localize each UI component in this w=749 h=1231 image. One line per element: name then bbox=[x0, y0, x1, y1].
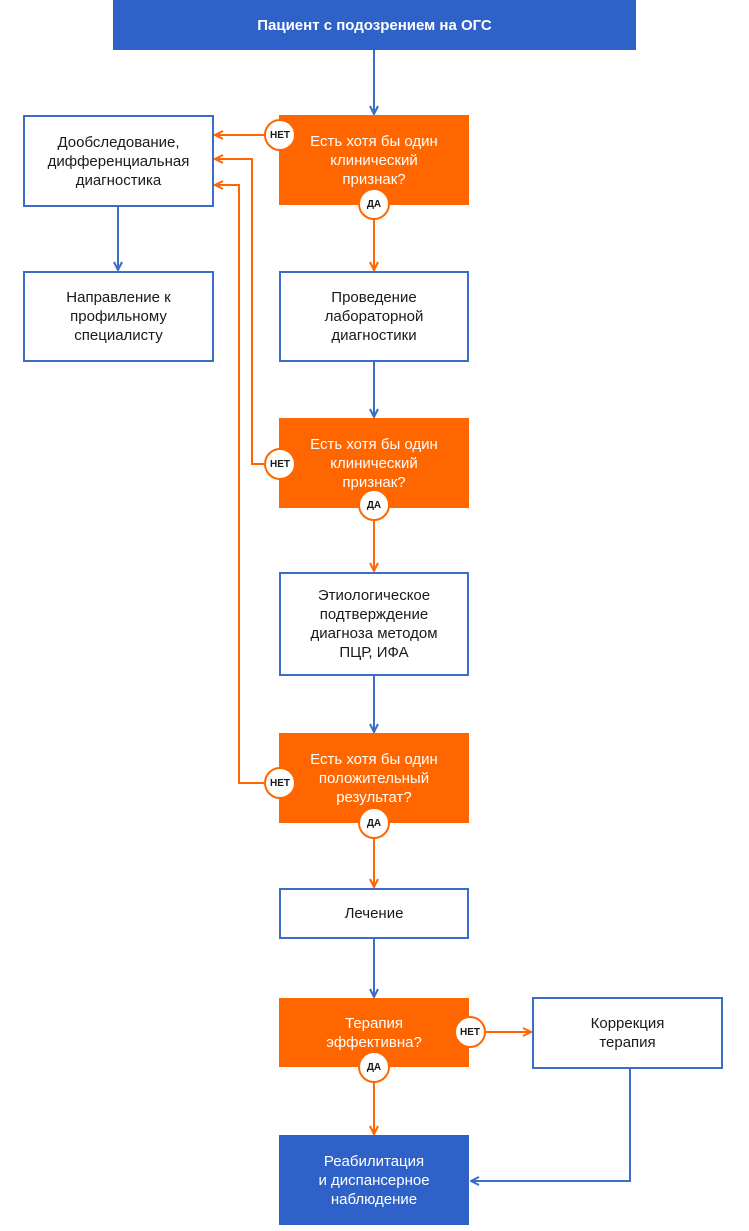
rehabilitation-node: Реабилитация и диспансерное наблюдение bbox=[279, 1135, 469, 1225]
badge-q3-no: НЕТ bbox=[264, 767, 296, 799]
decision-clinical-sign-1: Есть хотя бы один клинический признак? bbox=[279, 115, 469, 205]
badge-q3-yes: ДА bbox=[358, 807, 390, 839]
etiology-node: Этиологическое подтверждение диагноза ме… bbox=[279, 572, 469, 676]
lab-diagnostics-node: Проведение лабораторной диагностики bbox=[279, 271, 469, 362]
badge-q4-no: НЕТ bbox=[454, 1016, 486, 1048]
badge-q2-no: НЕТ bbox=[264, 448, 296, 480]
badge-q1-yes: ДА bbox=[358, 188, 390, 220]
arrow-q3-no bbox=[216, 185, 264, 784]
badge-q2-yes: ДА bbox=[358, 489, 390, 521]
additional-exam-node: Дообследование, дифференциальная диагнос… bbox=[23, 115, 214, 207]
correction-node: Коррекция терапия bbox=[532, 997, 723, 1069]
start-node: Пациент с подозрением на ОГС bbox=[113, 0, 636, 50]
treatment-node: Лечение bbox=[279, 888, 469, 939]
referral-node: Направление к профильному специалисту bbox=[23, 271, 214, 362]
arrow-q2-no bbox=[216, 159, 264, 465]
arrow-correction-to-rehab bbox=[472, 1069, 631, 1181]
badge-q1-no: НЕТ bbox=[264, 119, 296, 151]
badge-q4-yes: ДА bbox=[358, 1051, 390, 1083]
